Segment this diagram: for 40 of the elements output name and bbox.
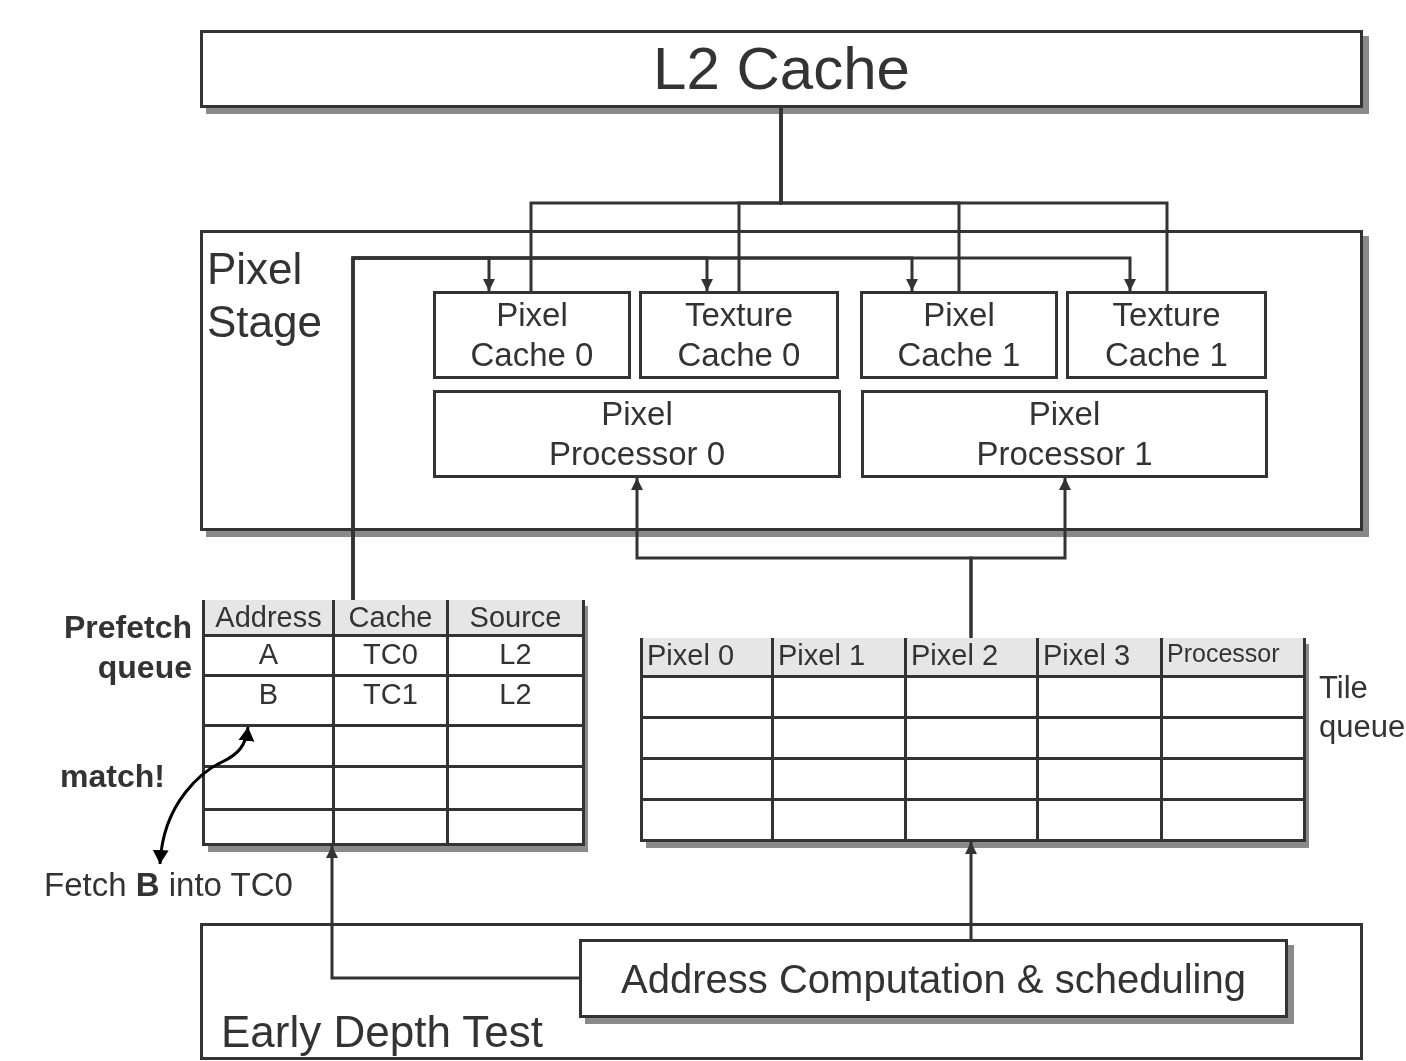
header-cell: Address bbox=[205, 600, 335, 637]
table-cell: TC0 bbox=[335, 637, 449, 677]
processor-box bbox=[861, 390, 1268, 478]
table-heading: Prefetch queue bbox=[62, 608, 192, 687]
connector-line bbox=[779, 108, 1169, 291]
header-cell: Pixel 3 bbox=[1039, 638, 1163, 678]
table-cell: TC1 bbox=[335, 677, 449, 727]
header-cell: Pixel 1 bbox=[774, 638, 907, 678]
header-cell: Source bbox=[449, 600, 585, 637]
header-cell: Processor bbox=[1163, 638, 1306, 678]
box-label: Pixel Processor 1 bbox=[975, 394, 1154, 474]
cache-box bbox=[1066, 291, 1267, 379]
arrow bbox=[153, 726, 254, 865]
box-label: Texture Cache 1 bbox=[1104, 295, 1229, 375]
arrow bbox=[969, 478, 1071, 638]
box-label: Texture Cache 0 bbox=[676, 295, 802, 375]
box-label: L2 Cache bbox=[652, 34, 911, 104]
box-label: Address Computation & scheduling bbox=[620, 955, 1247, 1003]
stage-title: Pixel Stage bbox=[207, 243, 323, 348]
annotation-text: Fetch B into TC0 bbox=[44, 865, 293, 905]
table-cell: L2 bbox=[449, 637, 585, 677]
stage-panel bbox=[200, 923, 1363, 1060]
box-label: Pixel Cache 1 bbox=[896, 295, 1022, 375]
header-cell: Cache bbox=[335, 600, 449, 637]
header-cell: Pixel 2 bbox=[907, 638, 1039, 678]
cache-box bbox=[639, 291, 839, 379]
box-label: Pixel Processor 0 bbox=[547, 394, 727, 474]
table-heading: Tile queue bbox=[1319, 669, 1406, 746]
cache-box bbox=[860, 291, 1058, 379]
arrow bbox=[326, 846, 579, 980]
table-cell: A bbox=[205, 637, 335, 677]
table-cell: L2 bbox=[449, 677, 585, 727]
arrow bbox=[965, 842, 977, 939]
header-cell: Pixel 0 bbox=[643, 638, 774, 678]
cache-box bbox=[433, 291, 631, 379]
processor-box bbox=[433, 390, 841, 478]
table-cell: B bbox=[205, 677, 335, 727]
arrow bbox=[351, 256, 1136, 600]
stage-title: Early Depth Test bbox=[221, 1006, 544, 1058]
box-label: Pixel Cache 0 bbox=[469, 295, 595, 375]
